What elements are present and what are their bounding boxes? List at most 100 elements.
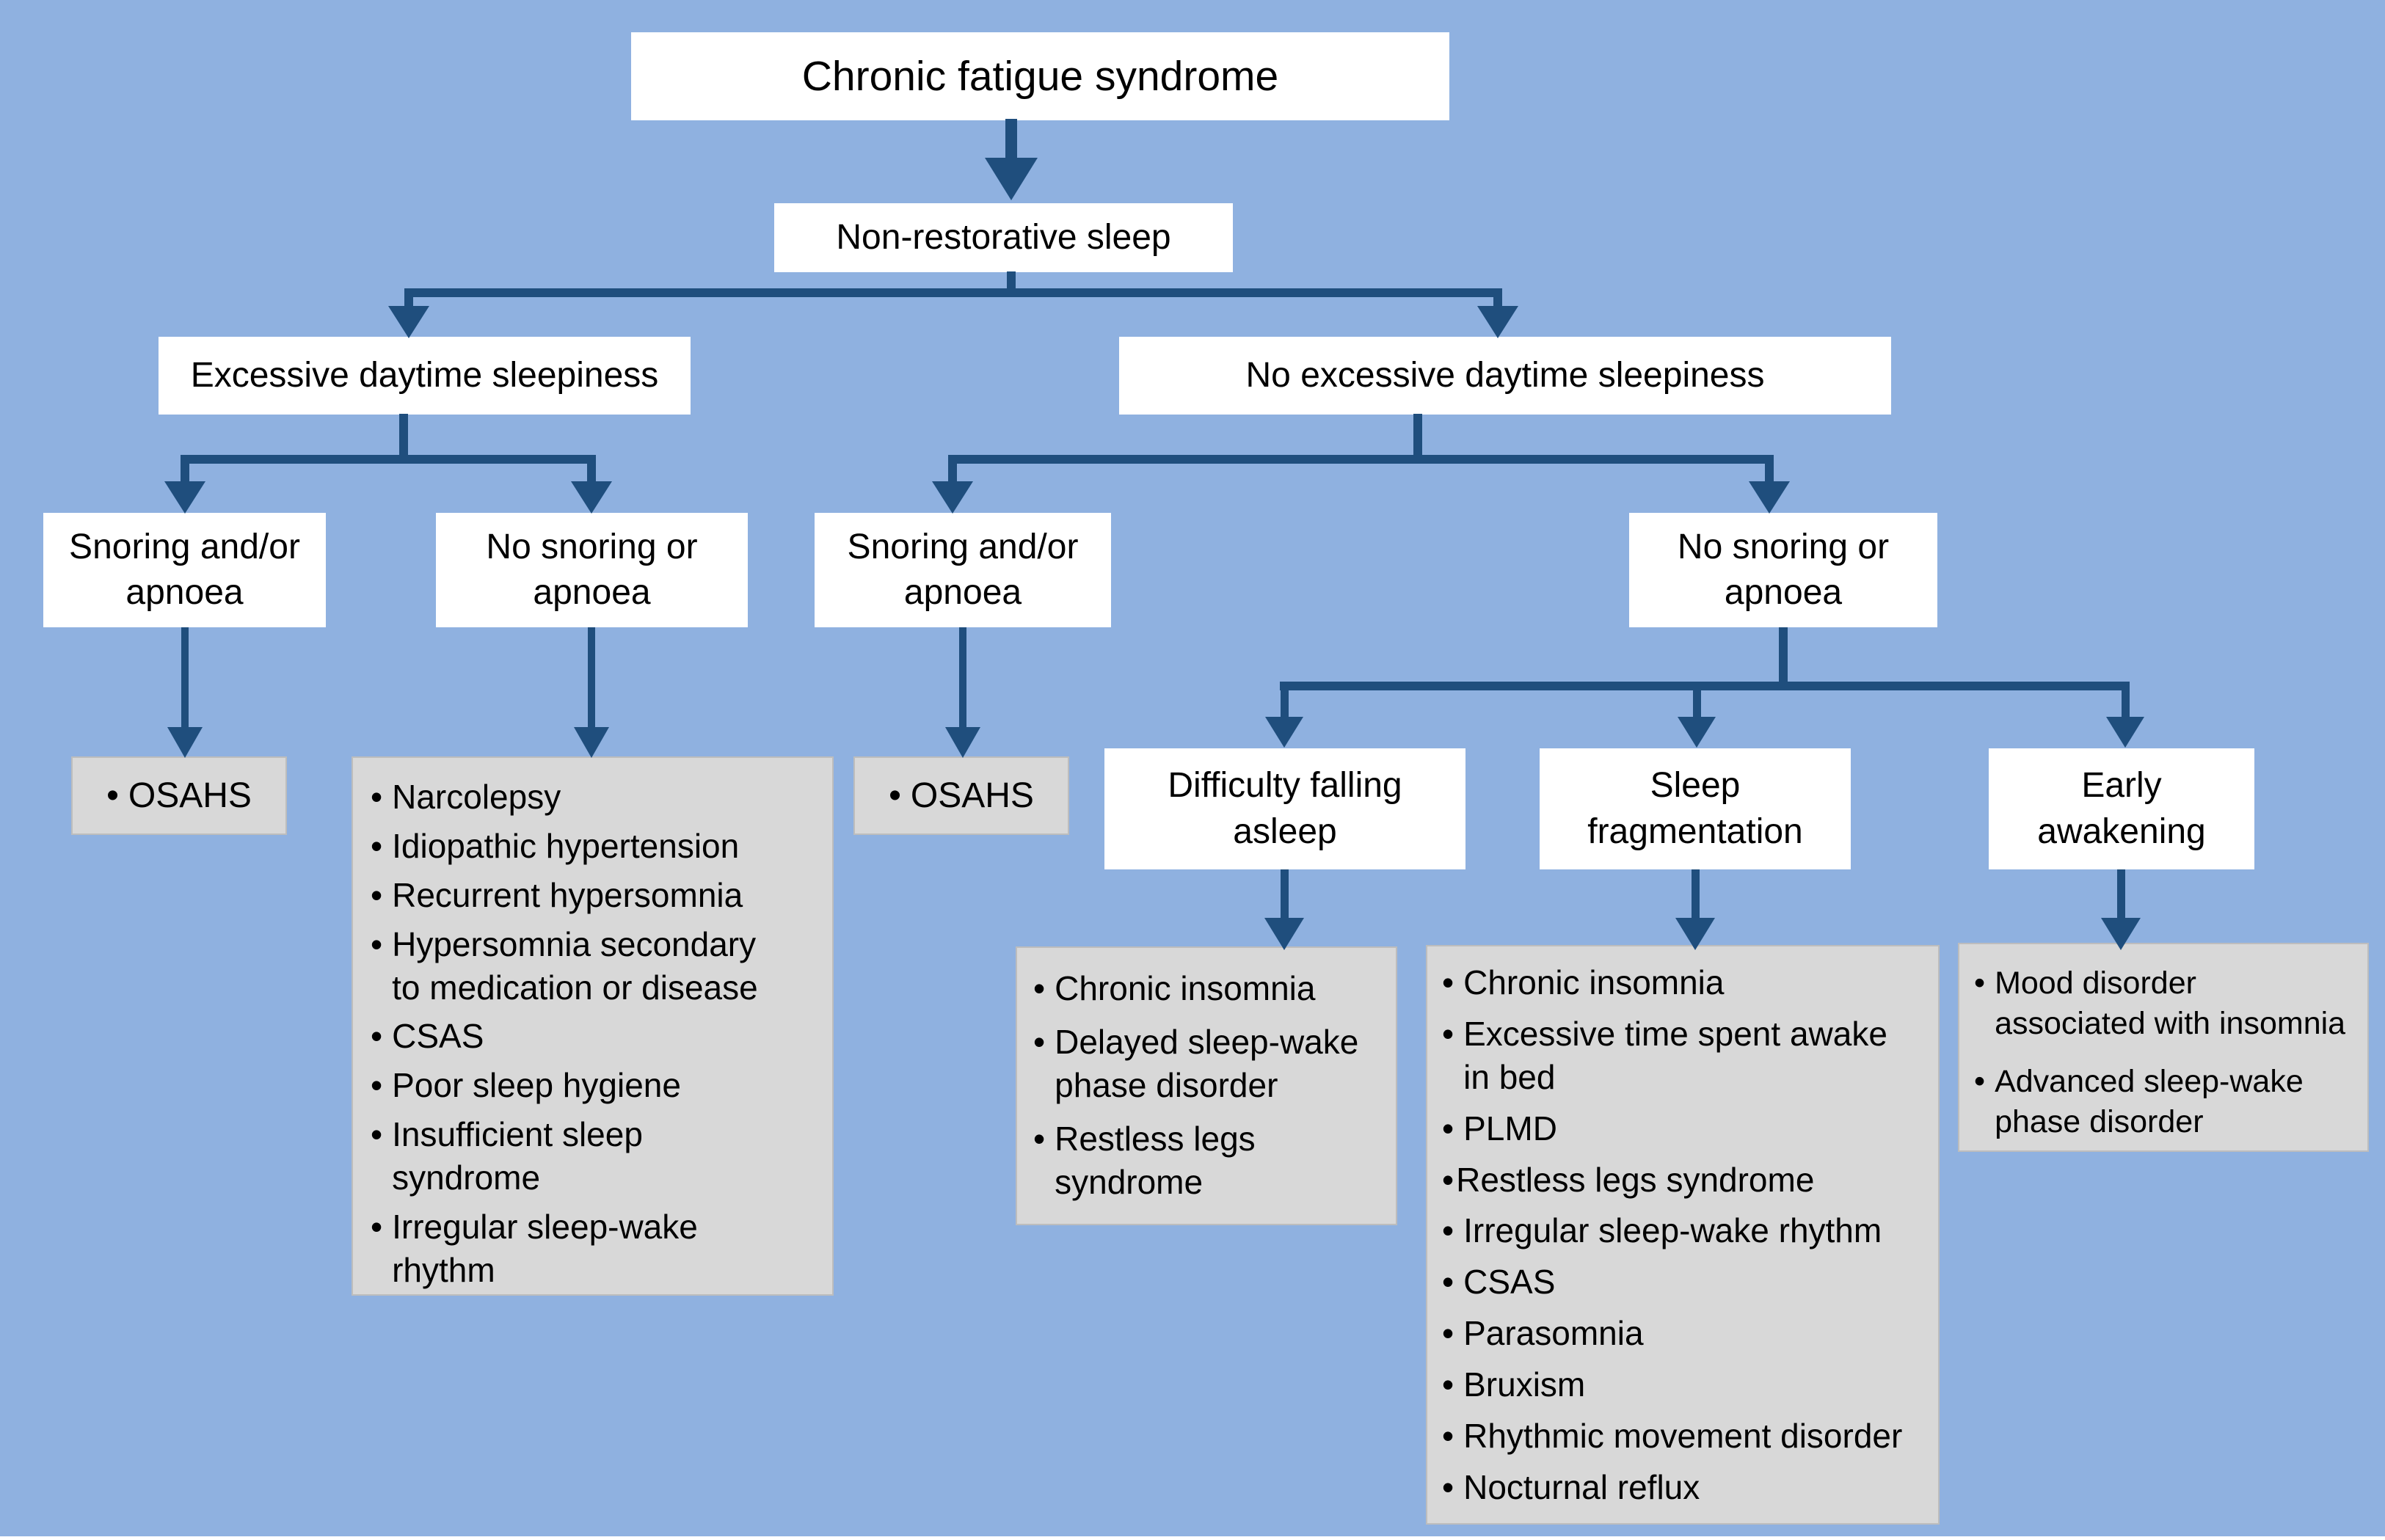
list-item-text: OSAHS bbox=[128, 776, 252, 815]
arrowhead-early-list-icon bbox=[2101, 918, 2141, 950]
arrowhead-eds-icon bbox=[388, 306, 429, 338]
list-item-text: PLMD bbox=[1463, 1109, 1557, 1147]
connector-snoring-left-to-osahs bbox=[181, 627, 189, 729]
node-no-snoring-apnoea-right: No snoring or apnoea bbox=[1629, 513, 1937, 627]
list-item: •Restless legs syndrome bbox=[1442, 1158, 1931, 1202]
bullet-icon: • bbox=[1442, 1160, 1454, 1199]
connector-level2-bar bbox=[404, 288, 1502, 297]
connector-fragmentation-drop bbox=[1693, 690, 1701, 718]
bullet-icon: • bbox=[1442, 1365, 1454, 1404]
list-item-text: Restless legs syndrome bbox=[1055, 1119, 1256, 1201]
bullet-icon: • bbox=[1442, 1314, 1454, 1353]
bullet-icon: • bbox=[1974, 1064, 1986, 1100]
arrowhead-title-icon bbox=[985, 158, 1038, 200]
outcome-box-no-snoring-left: •Narcolepsy•Idiopathic hypertension•Recu… bbox=[352, 756, 834, 1296]
list-item: •Excessive time spent awake in bed bbox=[1442, 1012, 1931, 1099]
node-chronic-fatigue-syndrome: Chronic fatigue syndrome bbox=[631, 32, 1449, 120]
bullet-icon: • bbox=[106, 776, 119, 815]
list-item: •Restless legs syndrome bbox=[1033, 1117, 1388, 1204]
arrowhead-nosnoring-right-icon bbox=[1749, 481, 1790, 514]
list-item: •Hypersomnia secondary to medication or … bbox=[371, 923, 825, 1010]
bullet-icon: • bbox=[1442, 1014, 1454, 1053]
connector-difficulty-drop bbox=[1281, 690, 1289, 718]
list-item: •Irregular sleep-wake rhythm bbox=[371, 1205, 825, 1292]
list-item: •Parasomnia bbox=[1442, 1312, 1931, 1355]
bullet-icon: • bbox=[371, 1207, 383, 1246]
connector-title-shaft bbox=[1005, 119, 1017, 159]
connector-nosnoring-right-stub bbox=[1779, 627, 1788, 690]
connector-snoring-mid-to-osahs bbox=[959, 627, 966, 729]
bullet-icon: • bbox=[1442, 1211, 1454, 1250]
list-item-text: Nocturnal reflux bbox=[1463, 1467, 1700, 1506]
arrowhead-early-icon bbox=[2106, 717, 2144, 748]
outcome-box-early-awakening: •Mood disorder associated with insomnia•… bbox=[1958, 943, 2369, 1152]
bullet-icon: • bbox=[371, 778, 383, 816]
list-item: •Mood disorder associated with insomnia bbox=[1974, 963, 2360, 1044]
node-no-excessive-daytime-sleepiness: No excessive daytime sleepiness bbox=[1119, 337, 1891, 415]
list-item: •Chronic insomnia bbox=[1033, 967, 1388, 1010]
list-item: •Nocturnal reflux bbox=[1442, 1466, 1931, 1509]
arrowhead-fragmentation-list-icon bbox=[1675, 918, 1715, 950]
bullet-icon: • bbox=[1033, 1119, 1046, 1158]
list-item: •OSAHS bbox=[106, 773, 252, 818]
list-item-text: Recurrent hypersomnia bbox=[392, 875, 743, 914]
list-item: •OSAHS bbox=[889, 773, 1034, 818]
list-item: •Idiopathic hypertension bbox=[371, 825, 825, 868]
connector-early-to-list bbox=[2117, 869, 2125, 919]
node-excessive-daytime-sleepiness: Excessive daytime sleepiness bbox=[159, 337, 691, 415]
list-item-text: Poor sleep hygiene bbox=[392, 1066, 681, 1105]
connector-level3-right-bar bbox=[948, 455, 1774, 464]
arrowhead-snoring-left-icon bbox=[164, 481, 205, 514]
list-item-text: Parasomnia bbox=[1463, 1314, 1644, 1353]
list-item: •Irregular sleep-wake rhythm bbox=[1442, 1209, 1931, 1252]
arrowhead-biglist-icon bbox=[574, 727, 609, 758]
connector-snoring-mid-drop bbox=[948, 461, 957, 483]
bullet-icon: • bbox=[1442, 1467, 1454, 1506]
list-item-text: Insufficient sleep syndrome bbox=[392, 1115, 643, 1197]
list-item-text: Excessive time spent awake in bed bbox=[1463, 1014, 1887, 1096]
bullet-icon: • bbox=[371, 924, 383, 963]
connector-difficulty-to-list bbox=[1281, 869, 1289, 919]
bullet-icon: • bbox=[1033, 969, 1046, 1007]
connector-nosnoring-left-drop bbox=[587, 461, 596, 483]
list-item-text: Restless legs syndrome bbox=[1456, 1160, 1815, 1199]
arrowhead-nosnoring-left-icon bbox=[571, 481, 612, 514]
connector-eds-stub bbox=[399, 414, 408, 461]
node-difficulty-falling-asleep: Difficulty falling asleep bbox=[1104, 748, 1465, 869]
list-item-text: Advanced sleep-wake phase disorder bbox=[1995, 1064, 2304, 1140]
outcome-box-osahs-left: •OSAHS bbox=[71, 756, 287, 835]
list-item-text: Hypersomnia secondary to medication or d… bbox=[392, 924, 758, 1007]
list-item-text: Irregular sleep-wake rhythm bbox=[392, 1207, 698, 1289]
connector-fragmentation-to-list bbox=[1692, 869, 1700, 919]
list-item: •CSAS bbox=[371, 1015, 825, 1058]
list-item-text: Narcolepsy bbox=[392, 778, 561, 816]
node-non-restorative-sleep: Non-restorative sleep bbox=[774, 203, 1233, 272]
list-item: •Insufficient sleep syndrome bbox=[371, 1113, 825, 1200]
arrowhead-osahs-left-icon bbox=[167, 727, 203, 758]
outcome-box-sleep-fragmentation: •Chronic insomnia•Excessive time spent a… bbox=[1426, 945, 1940, 1525]
list-item-text: Mood disorder associated with insomnia bbox=[1995, 966, 2346, 1042]
list-item-text: Rhythmic movement disorder bbox=[1463, 1416, 1903, 1455]
figure-bottom-margin bbox=[0, 1536, 2385, 1540]
bullet-icon: • bbox=[1442, 1416, 1454, 1455]
list-item: •Chronic insomnia bbox=[1442, 961, 1931, 1004]
bullet-icon: • bbox=[371, 875, 383, 914]
arrowhead-osahs-mid-icon bbox=[945, 727, 980, 758]
list-item-text: Irregular sleep-wake rhythm bbox=[1463, 1211, 1882, 1250]
list-item: •Narcolepsy bbox=[371, 776, 825, 819]
bullet-icon: • bbox=[1442, 1263, 1454, 1302]
connector-nosnoring-right-drop bbox=[1765, 461, 1774, 483]
bullet-icon: • bbox=[1442, 1109, 1454, 1147]
outcome-box-osahs-mid: •OSAHS bbox=[853, 756, 1069, 835]
node-early-awakening: Early awakening bbox=[1989, 748, 2254, 869]
connector-early-drop bbox=[2122, 690, 2130, 718]
connector-snoring-left-drop bbox=[181, 461, 189, 483]
list-item-text: CSAS bbox=[1463, 1263, 1556, 1302]
outcome-box-difficulty-falling-asleep: •Chronic insomnia•Delayed sleep-wake pha… bbox=[1016, 946, 1397, 1225]
connector-noeds-drop bbox=[1493, 293, 1502, 308]
node-sleep-fragmentation: Sleep fragmentation bbox=[1540, 748, 1851, 869]
list-item-text: Idiopathic hypertension bbox=[392, 826, 740, 865]
bullet-icon: • bbox=[371, 1115, 383, 1154]
list-item: •Rhythmic movement disorder bbox=[1442, 1415, 1931, 1458]
